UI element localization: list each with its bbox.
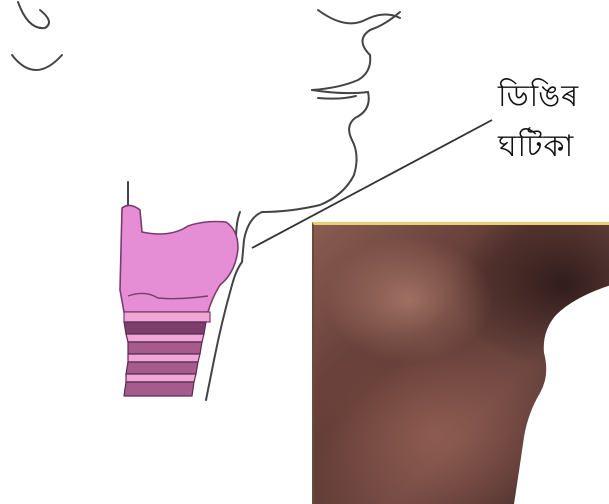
trachea-ring-4: [128, 354, 200, 362]
trachea-ring-7: [124, 382, 194, 396]
nose-ear-outlines: [12, 2, 400, 70]
label-adams-apple-line-2: ঘটিকা: [498, 132, 574, 162]
trachea-ring-5: [126, 362, 198, 374]
ear-curve-lower: [12, 55, 62, 70]
throat-photo-overlay: [314, 225, 609, 504]
cricoid-band: [124, 312, 210, 322]
ear-curve-upper: [18, 2, 49, 28]
trachea-ring-3: [128, 342, 202, 354]
trachea-ring-6: [126, 374, 196, 382]
trachea-ring-2: [126, 334, 204, 342]
lower-jaw-line: [318, 96, 356, 99]
throat-photo: [312, 222, 609, 504]
neck-silhouette-highlight: [514, 285, 609, 504]
larynx-cartilage: [120, 205, 238, 312]
trachea-rings: [124, 322, 206, 396]
label-adams-apple-line-1: ডিঙিৰ: [498, 82, 579, 112]
larynx-structure: [120, 205, 238, 322]
trachea-ring-1: [124, 322, 206, 334]
